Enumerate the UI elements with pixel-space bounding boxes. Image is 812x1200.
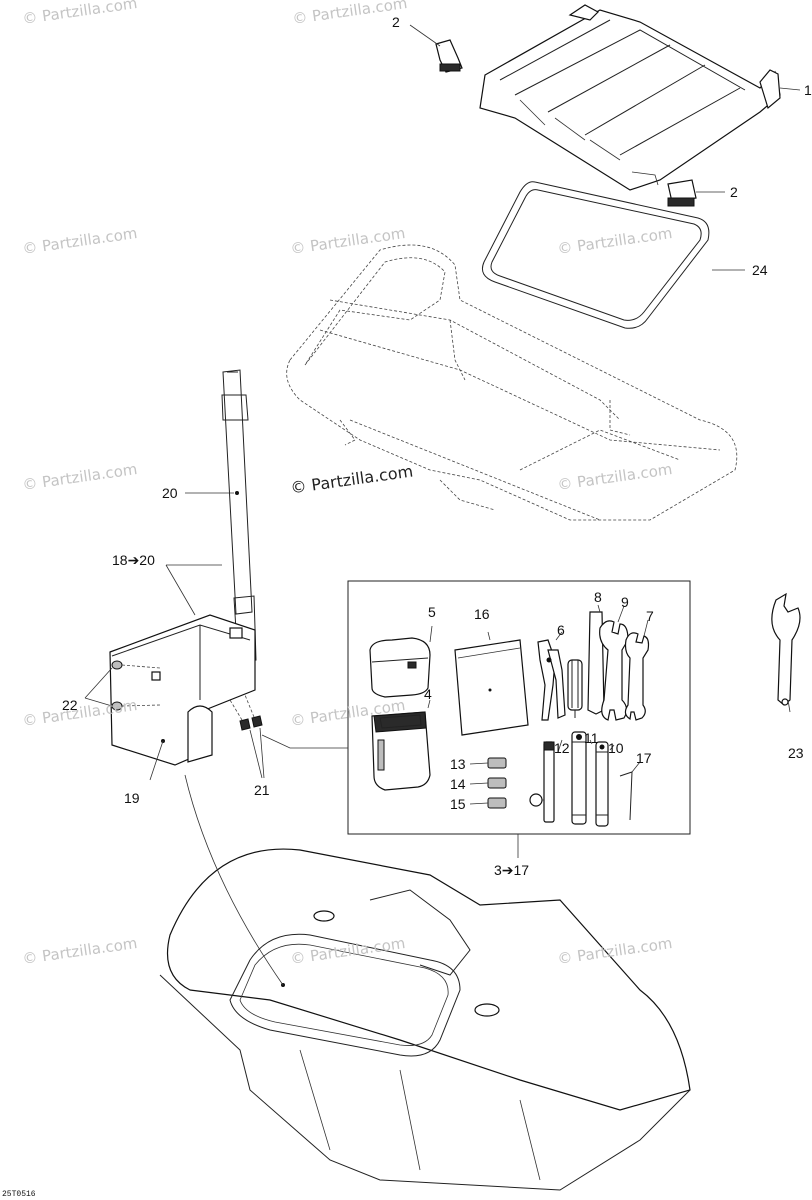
washers-part-22 — [84, 660, 161, 711]
frame-outline — [286, 244, 738, 521]
callout-2: 2 — [392, 14, 400, 30]
callout-24: 24 — [752, 262, 768, 278]
pliers-part-6 — [537, 631, 566, 721]
callout-9: 9 — [621, 594, 629, 610]
callout-5: 5 — [428, 604, 436, 620]
clip-part-2-top — [409, 24, 463, 73]
fuses-parts-13-15 — [469, 757, 507, 809]
rear-fender — [159, 774, 691, 1191]
callout-16: 16 — [474, 606, 490, 622]
callout-4: 4 — [424, 686, 432, 702]
socket-part-10 — [595, 741, 615, 827]
screws-part-21 — [229, 694, 265, 779]
manual-part-16 — [454, 631, 529, 736]
spanner-part-23 — [771, 592, 801, 713]
callout-23: 23 — [788, 745, 804, 761]
tool-box-part-4 — [371, 699, 431, 791]
callout-22: 22 — [62, 697, 78, 713]
tool-kit-leader — [261, 734, 348, 749]
callout-20: 20 — [162, 485, 178, 501]
callout-18-20: 18➔20 — [112, 552, 155, 568]
wrench-part-9 — [599, 605, 629, 721]
wrench-part-8 — [587, 604, 605, 715]
callout-2: 2 — [730, 184, 738, 200]
callout-21: 21 — [254, 782, 270, 798]
callout-6: 6 — [557, 622, 565, 638]
holder-part-19 — [109, 564, 256, 781]
callout-14: 14 — [450, 776, 466, 792]
callout-3-17: 3➔17 — [494, 862, 530, 878]
callout-19: 19 — [124, 790, 140, 806]
callout-10: 10 — [608, 740, 624, 756]
screwdriver — [567, 659, 583, 718]
reference-code: 25T0516 — [2, 1190, 36, 1199]
socket-part-12 — [529, 739, 563, 823]
callout-1: 1 — [804, 82, 812, 98]
seal-part-24 — [481, 181, 745, 329]
tool-kit-box — [347, 580, 691, 835]
callout-11: 11 — [584, 730, 599, 746]
callout-17: 17 — [636, 750, 652, 766]
socket-part-11 — [571, 731, 593, 825]
callout-8: 8 — [594, 589, 602, 605]
callout-15: 15 — [450, 796, 466, 812]
callout-13: 13 — [450, 756, 466, 772]
callout-12: 12 — [554, 740, 570, 756]
rear-rack-part-1 — [479, 4, 801, 191]
callout-7: 7 — [646, 608, 654, 624]
cover-part-5 — [369, 625, 433, 698]
wrench-part-7 — [624, 619, 650, 721]
clip-part-2-bottom — [667, 179, 725, 207]
hex-key-part-17 — [619, 761, 641, 821]
